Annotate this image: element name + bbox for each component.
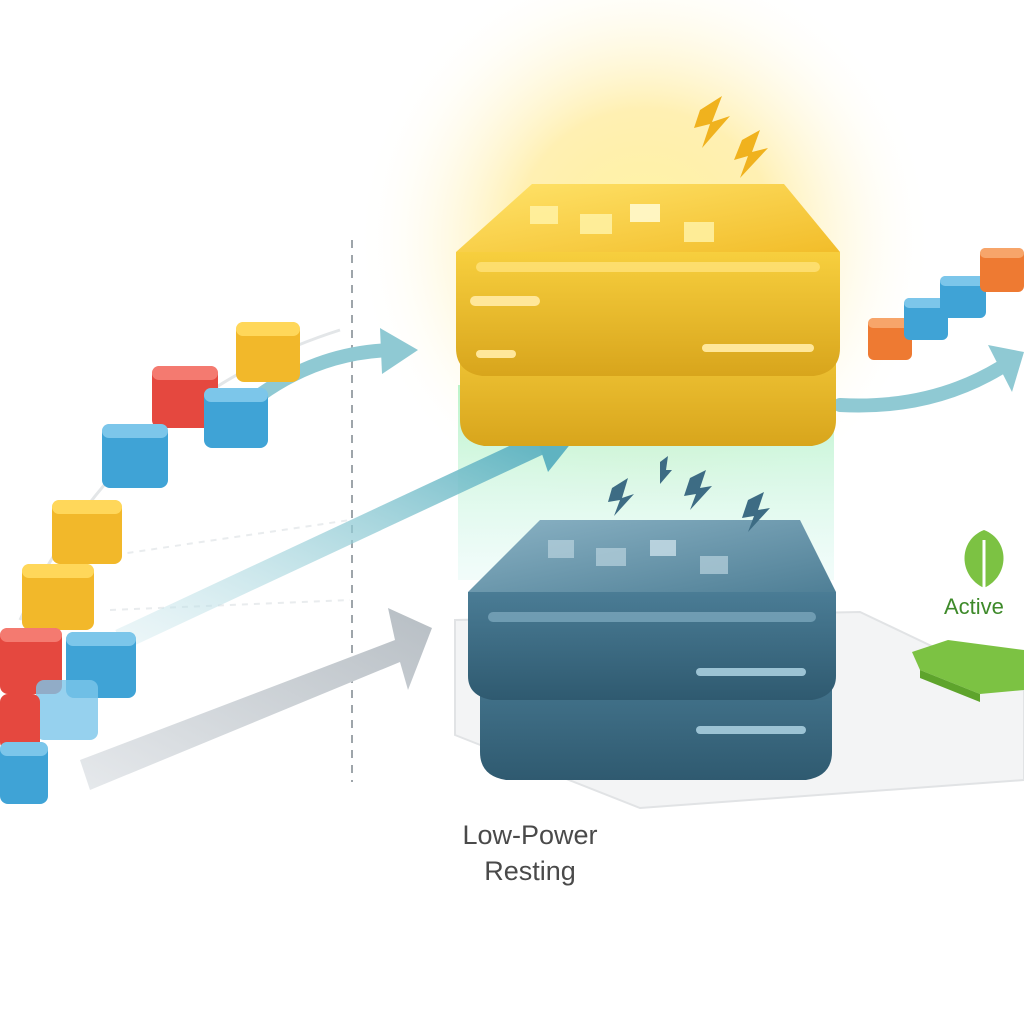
cube <box>204 388 268 448</box>
active-block <box>456 184 840 446</box>
resting-block <box>468 520 836 780</box>
lightning-bolt-icon <box>694 96 768 178</box>
active-label: Active <box>944 594 1004 619</box>
cube <box>868 318 912 360</box>
input-cubes <box>0 322 300 804</box>
cube <box>904 298 948 340</box>
low-power-label: Low-Power <box>462 820 598 850</box>
output-cubes <box>868 248 1024 360</box>
cube <box>980 248 1024 292</box>
active-pad <box>912 640 1024 702</box>
arrow-bottom <box>80 608 432 790</box>
cube <box>36 680 98 740</box>
cube <box>0 742 48 804</box>
guide-curve <box>109 599 351 611</box>
arrow-top-curve <box>253 328 418 402</box>
cube <box>102 424 168 488</box>
cube <box>0 628 62 694</box>
cube <box>0 694 40 750</box>
guide-curve <box>79 519 351 561</box>
cube <box>236 322 300 382</box>
cube <box>940 276 986 318</box>
cube <box>52 500 122 564</box>
resting-label: Resting <box>484 856 576 886</box>
cube <box>22 564 94 630</box>
lightning-bolt-icon <box>608 456 770 532</box>
cube <box>152 366 218 428</box>
arrow-output <box>833 345 1024 413</box>
leaf-icon <box>964 530 1004 588</box>
